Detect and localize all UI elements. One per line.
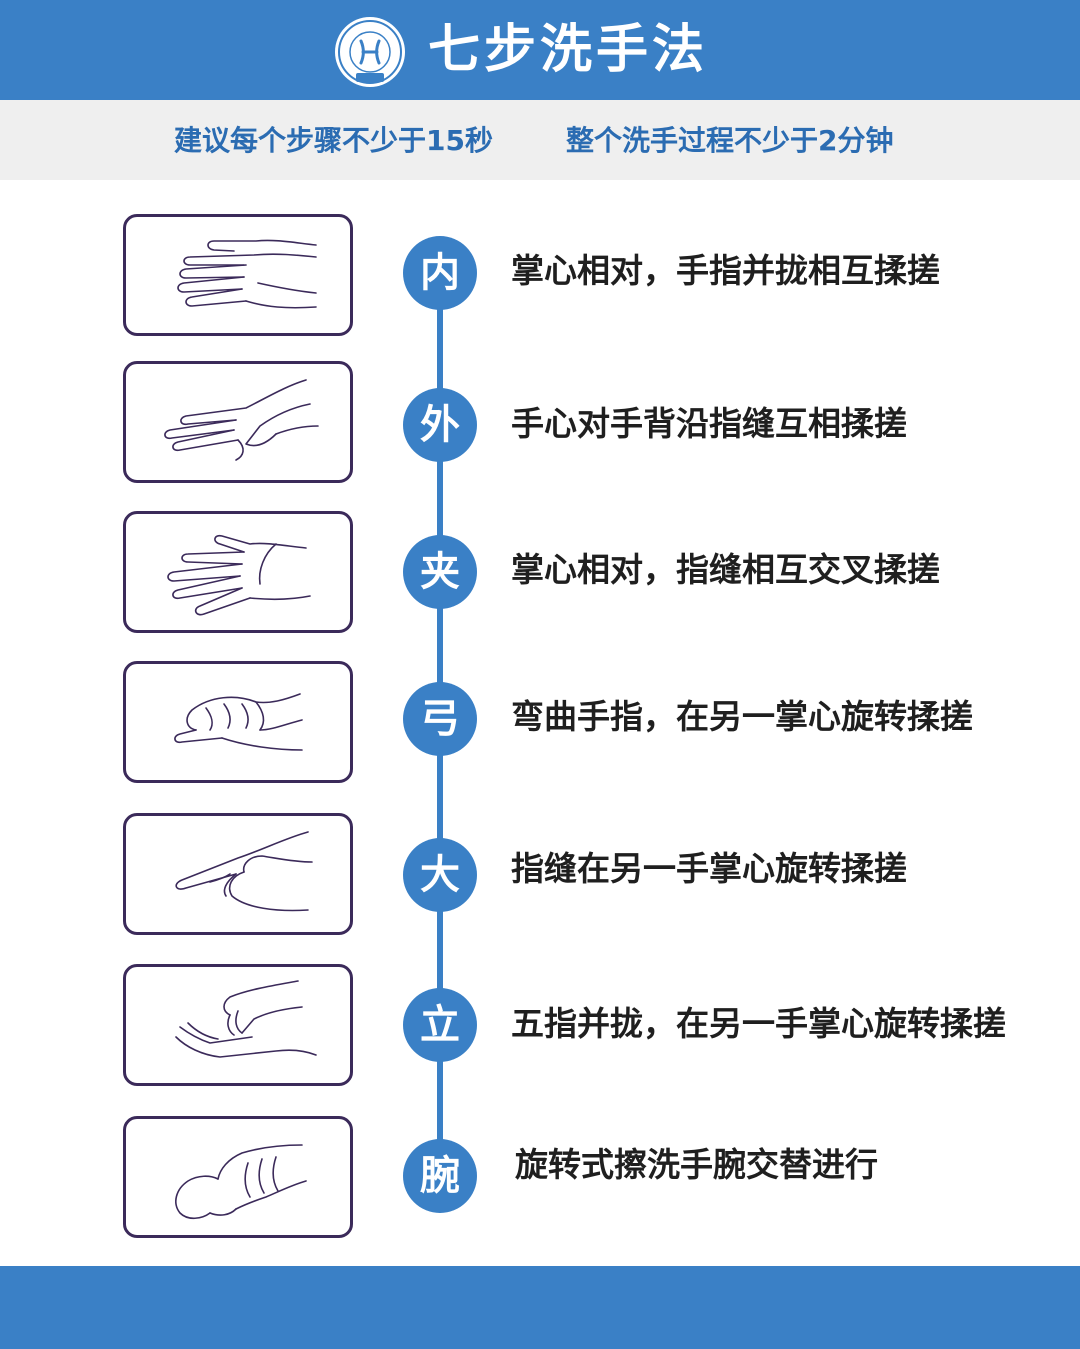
step-7-badge: 腕 (403, 1139, 477, 1213)
palms-together-icon (177, 239, 317, 309)
palm-over-back-icon (164, 379, 319, 461)
page-title: 七步洗手法 (428, 20, 709, 80)
header-bar: 七步洗手法 (0, 0, 1080, 100)
hospital-logo (335, 17, 405, 87)
footer-bar (0, 1266, 1080, 1349)
step-3-badge: 夹 (403, 535, 477, 609)
step-1-badge: 内 (403, 236, 477, 310)
step-5-illustration-card (123, 813, 353, 935)
step-7-text: 旋转式擦洗手腕交替进行 (515, 1145, 878, 1184)
step-2-badge: 外 (403, 388, 477, 462)
step-6-illustration-card (123, 964, 353, 1086)
step-3-text: 掌心相对，指缝相互交叉揉搓 (511, 550, 940, 589)
step-7-illustration-card (123, 1116, 353, 1238)
fingers-interlaced-icon (167, 534, 311, 616)
step-2-illustration-card (123, 361, 353, 483)
thumb-rotate-icon (175, 831, 313, 912)
step-6-badge: 立 (403, 988, 477, 1062)
step-duration-note: 建议每个步骤不少于15秒 (174, 124, 493, 157)
step-4-text: 弯曲手指，在另一掌心旋转揉搓 (511, 697, 973, 736)
step-6-text: 五指并拢，在另一手掌心旋转揉搓 (511, 1004, 1006, 1043)
step-4-illustration-card (123, 661, 353, 783)
step-5-text: 指缝在另一手掌心旋转揉搓 (511, 849, 907, 888)
step-3-illustration-card (123, 511, 353, 633)
step-4-badge: 弓 (403, 682, 477, 756)
fingertips-rub-icon (175, 980, 317, 1058)
bent-fingers-icon (174, 693, 303, 751)
step-1-text: 掌心相对，手指并拢相互揉搓 (511, 251, 940, 290)
total-duration-note: 整个洗手过程不少于2分钟 (566, 124, 894, 157)
step-1-illustration-card (123, 214, 353, 336)
subtitle-bar: 建议每个步骤不少于15秒 整个洗手过程不少于2分钟 (0, 100, 1080, 180)
step-5-badge: 大 (403, 838, 477, 912)
step-2-text: 手心对手背沿指缝互相揉搓 (511, 404, 907, 443)
wrist-rub-icon (175, 1144, 307, 1220)
